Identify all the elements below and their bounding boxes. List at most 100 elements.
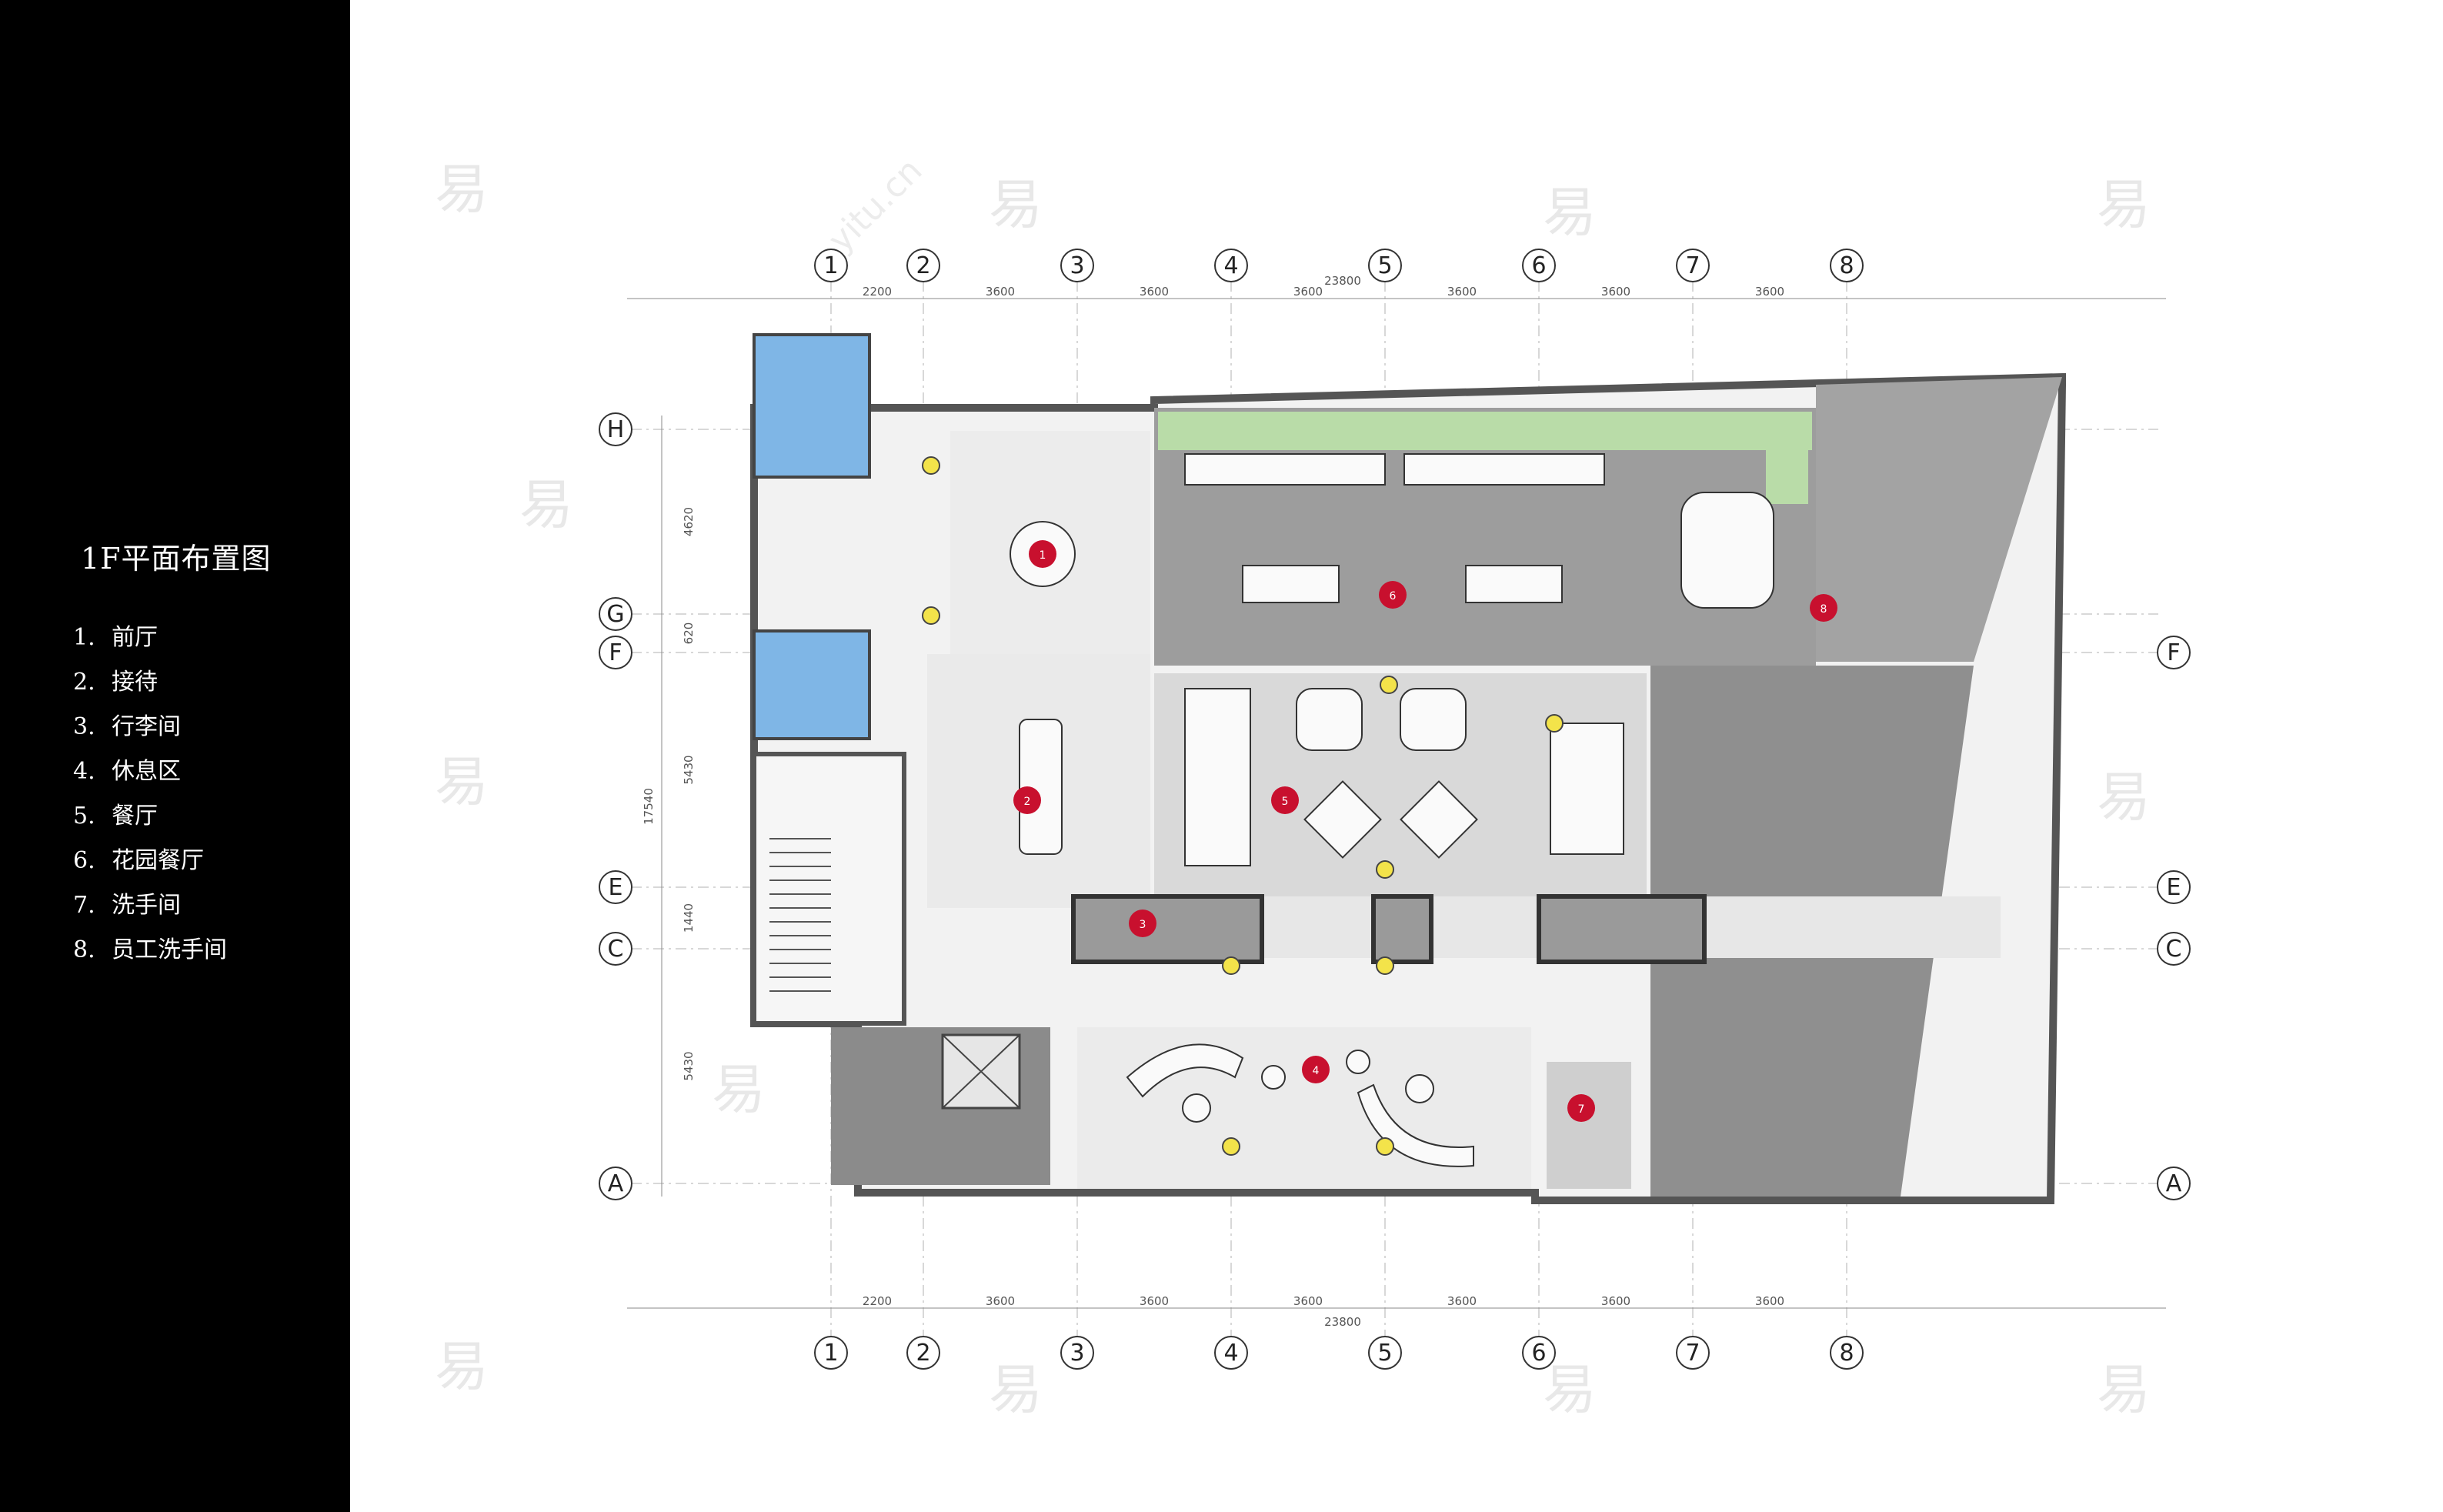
room-marker-label: 7 <box>1578 1103 1585 1116</box>
axis-label: 7 <box>1685 1340 1700 1367</box>
axis-bubble-top: 1 <box>814 249 848 282</box>
watermark-mark: 易 <box>712 1058 766 1121</box>
sidebar: 1F平面布置图 1.前厅 2.接待 3.行李间 4.休息区 5.餐厅 6.花园餐… <box>0 0 350 1512</box>
dimension-label: 3600 <box>1755 285 1784 299</box>
axis-label: 6 <box>1531 1340 1546 1367</box>
light-fixture-icon <box>922 606 940 625</box>
axis-label: F <box>609 639 622 666</box>
dimension-label: 3600 <box>1755 1294 1784 1308</box>
counter <box>1184 453 1386 486</box>
axis-bubble-top: 8 <box>1830 249 1864 282</box>
dimension-label: 5430 <box>682 755 696 784</box>
page-title: 1F平面布置图 <box>81 542 272 576</box>
legend-item: 3.行李间 <box>73 713 181 740</box>
axis-label: C <box>2166 936 2182 963</box>
room-marker: 7 <box>1567 1094 1595 1122</box>
dimension-label: 23800 <box>1324 274 1361 288</box>
axis-bubble-bottom: 6 <box>1522 1336 1556 1370</box>
room-marker-label: 8 <box>1821 603 1827 616</box>
axis-label: F <box>2167 639 2180 666</box>
watermark-mark: 易 <box>1543 1358 1597 1421</box>
axis-label: 4 <box>1223 1340 1238 1367</box>
axis-bubble-right: F <box>2157 636 2191 669</box>
axis-label: 3 <box>1070 252 1084 279</box>
dimension-label: 1440 <box>682 903 696 933</box>
light-fixture-icon <box>1222 956 1240 975</box>
legend-item: 6.花园餐厅 <box>73 847 204 874</box>
watermark-mark: 易 <box>2097 1358 2151 1421</box>
pool-lower <box>753 629 871 740</box>
dimension-label: 3600 <box>1140 285 1169 299</box>
axis-label: 5 <box>1377 1340 1392 1367</box>
light-fixture-icon <box>1545 714 1564 733</box>
watermark-mark: 易 <box>435 750 489 813</box>
watermark-mark: 易 <box>435 1335 489 1398</box>
axis-bubble-left: E <box>599 870 632 904</box>
axis-label: 3 <box>1070 1340 1084 1367</box>
core-center <box>1371 894 1433 964</box>
axis-label: 2 <box>916 252 930 279</box>
planter-side <box>1766 412 1808 504</box>
dimension-label: 3600 <box>1293 1294 1323 1308</box>
axis-label: C <box>608 936 624 963</box>
reception-desk <box>1019 719 1063 855</box>
axis-label: 4 <box>1223 252 1238 279</box>
axis-bubble-top: 2 <box>906 249 940 282</box>
axis-bubble-left: G <box>599 597 632 631</box>
room-marker-label: 4 <box>1313 1065 1320 1077</box>
core-right <box>1537 894 1707 964</box>
room-marker-label: 2 <box>1024 796 1031 808</box>
room-marker: 4 <box>1302 1056 1330 1083</box>
room-marker: 3 <box>1129 910 1156 937</box>
axis-bubble-top: 6 <box>1522 249 1556 282</box>
axis-bubble-bottom: 2 <box>906 1336 940 1370</box>
light-fixture-icon <box>1376 956 1394 975</box>
watermark-mark: 易 <box>435 158 489 221</box>
axis-bubble-top: 4 <box>1214 249 1248 282</box>
light-fixture-icon <box>1376 860 1394 879</box>
axis-bubble-bottom: 7 <box>1676 1336 1710 1370</box>
side-table <box>1346 1050 1370 1074</box>
axis-label: E <box>609 874 623 901</box>
watermark-site: yitu.cn <box>821 151 930 260</box>
table <box>1400 688 1467 751</box>
dining-table <box>1242 565 1340 603</box>
staircase <box>752 752 906 1026</box>
dimension-label: 620 <box>682 622 696 645</box>
axis-bubble-bottom: 1 <box>814 1336 848 1370</box>
axis-bubble-top: 3 <box>1060 249 1094 282</box>
axis-label: 2 <box>916 1340 930 1367</box>
planter-strip <box>1158 412 1812 450</box>
dimension-label: 5430 <box>682 1051 696 1080</box>
axis-bubble-bottom: 5 <box>1368 1336 1402 1370</box>
curved-sofa <box>1357 1083 1474 1167</box>
dining-table <box>1465 565 1563 603</box>
room-marker-label: 3 <box>1140 919 1146 931</box>
axis-label: 1 <box>823 252 838 279</box>
light-fixture-icon <box>1380 676 1398 694</box>
axis-label: 8 <box>1839 1340 1854 1367</box>
axis-bubble-top: 5 <box>1368 249 1402 282</box>
axis-bubble-bottom: 3 <box>1060 1336 1094 1370</box>
axis-label: 1 <box>823 1340 838 1367</box>
light-fixture-icon <box>1376 1137 1394 1156</box>
axis-label: H <box>607 416 625 443</box>
pool-upper <box>753 333 871 479</box>
dimension-label: 3600 <box>1447 1294 1477 1308</box>
dimension-label: 3600 <box>1293 285 1323 299</box>
dimension-label: 3600 <box>1447 285 1477 299</box>
axis-bubble-left: C <box>599 932 632 966</box>
light-fixture-icon <box>1222 1137 1240 1156</box>
axis-bubble-top: 7 <box>1676 249 1710 282</box>
legend-item: 4.休息区 <box>73 758 181 785</box>
axis-label: 6 <box>1531 252 1546 279</box>
stair-treads <box>769 838 831 992</box>
room-marker: 6 <box>1379 581 1407 609</box>
core-left <box>1071 894 1264 964</box>
axis-bubble-bottom: 4 <box>1214 1336 1248 1370</box>
building <box>750 333 2066 1204</box>
room-marker: 8 <box>1810 594 1837 622</box>
table <box>1303 780 1382 859</box>
dimension-label: 3600 <box>1601 1294 1630 1308</box>
